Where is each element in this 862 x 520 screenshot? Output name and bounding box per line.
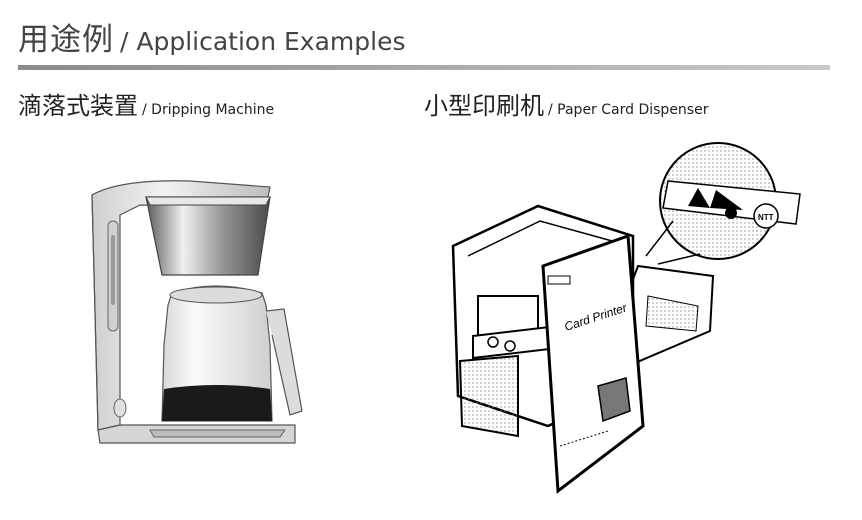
example-name-zh: 小型印刷机 (424, 92, 544, 120)
example-heading-card-dispenser: 小型印刷机/ Paper Card Dispenser (424, 86, 708, 121)
example-heading-dripping-machine: 滴落式装置/ Dripping Machine (18, 86, 274, 121)
card-label: NTT (758, 213, 774, 222)
coffee-maker-illustration (91, 180, 303, 444)
example-name-en: / Dripping Machine (142, 102, 275, 118)
page-title-en: / Application Examples (120, 27, 406, 56)
example-name-en: / Paper Card Dispenser (548, 102, 709, 118)
page-title: 用途例/ Application Examples (18, 14, 406, 59)
title-divider (18, 65, 830, 70)
card-printer-illustration: NTT Card Printer (451, 142, 801, 494)
page-title-zh: 用途例 (18, 22, 114, 58)
example-name-zh: 滴落式装置 (18, 92, 138, 120)
